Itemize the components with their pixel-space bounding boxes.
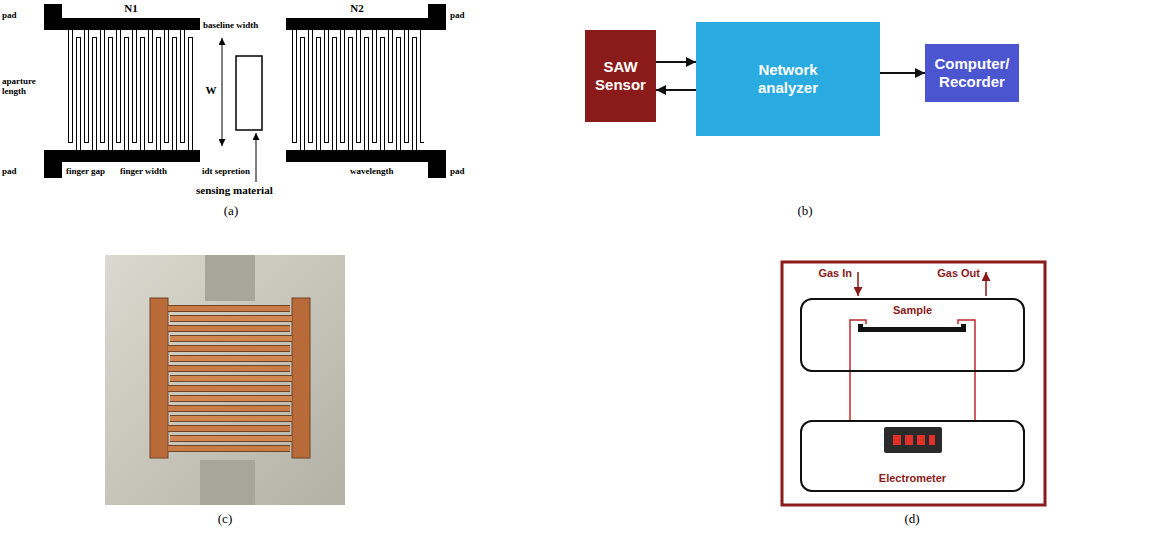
copper-fingers (170, 303, 292, 453)
meter-digit (917, 435, 925, 445)
sample-contact (961, 324, 966, 332)
meter-digit (905, 435, 913, 445)
panel-caption: (a) (211, 204, 251, 219)
meter-digit (893, 435, 901, 445)
bus-bar (62, 150, 200, 162)
block-label: Network analyzer (743, 61, 833, 97)
idt-fingers (292, 37, 424, 150)
signal-arrow (880, 72, 925, 74)
recorder-block: Computer/ Recorder (925, 44, 1019, 102)
bus-bar (62, 18, 200, 30)
finger-count: N1 (111, 2, 151, 15)
panel-frame (782, 262, 1045, 505)
dimension-label: wavelength (350, 166, 394, 176)
dimension-label: finger width (120, 166, 167, 176)
meter-picture (884, 427, 942, 453)
meter-digit (929, 435, 935, 445)
signal-arrow (656, 89, 696, 91)
block-label: Computer/ Recorder (931, 55, 1013, 91)
flow-label: Gas Out (926, 267, 980, 280)
copper-bus (292, 298, 310, 458)
probe-wire (958, 320, 975, 372)
analyzer-block: Network analyzer (696, 22, 880, 136)
dimension-label: aparture length (2, 76, 60, 97)
panel-caption: (d) (892, 512, 932, 527)
dimension-label: finger gap (66, 166, 105, 176)
finger-count: N2 (337, 2, 377, 15)
panel-caption: (b) (785, 204, 825, 219)
sample-strip (862, 327, 962, 332)
part-label: sensing material (196, 184, 273, 197)
part-label: pad (450, 166, 465, 176)
substrate-channel (200, 460, 255, 505)
sensor-block: SAW Sensor (585, 30, 656, 122)
gas-arrow (857, 272, 859, 296)
gas-chamber: Sample (800, 298, 1025, 372)
signal-arrow (656, 61, 696, 63)
substrate-channel (205, 255, 255, 301)
contact-pad (44, 4, 62, 30)
substrate-photo (105, 255, 345, 505)
dimension-label: idt sepretion (186, 166, 250, 176)
part-label: pad (450, 10, 465, 20)
contact-pad (428, 150, 446, 178)
probe-wire (849, 372, 851, 420)
panel-caption: (c) (205, 512, 245, 527)
chamber-label: Sample (893, 304, 932, 317)
copper-bus (150, 298, 168, 458)
electrometer-box: Electrometer (800, 420, 1025, 492)
sample-contact (858, 324, 863, 332)
dimension-arrow (222, 38, 223, 146)
contact-pad (428, 4, 446, 30)
idt-fingers (68, 37, 196, 150)
sensing-film (236, 56, 262, 130)
probe-wire (974, 372, 976, 420)
gas-arrow (985, 272, 987, 296)
instrument-label: Electrometer (879, 472, 946, 485)
contact-pad (44, 150, 62, 178)
probe-wire (850, 320, 866, 372)
dimension-label: baseline width (203, 20, 258, 30)
part-label: pad (2, 166, 17, 176)
part-label: pad (2, 10, 17, 20)
block-label: SAW Sensor (591, 58, 651, 94)
bus-bar (286, 150, 428, 162)
bus-bar (286, 18, 428, 30)
leader-arrow (256, 133, 257, 182)
dimension-label: W (204, 84, 218, 97)
flow-label: Gas In (810, 267, 852, 280)
